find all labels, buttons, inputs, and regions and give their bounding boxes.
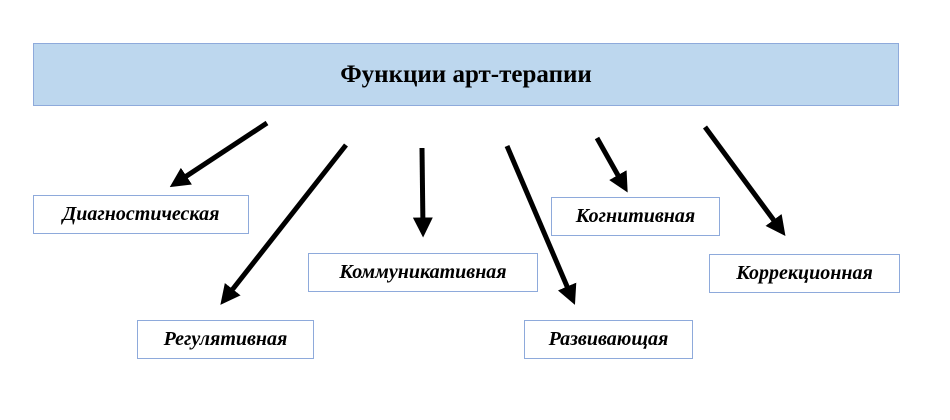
function-label: Развивающая — [548, 328, 669, 350]
function-box-diagnostic: Диагностическая — [33, 195, 249, 234]
arrow-to-correction — [702, 125, 786, 237]
diagram-title: Функции арт-терапии — [340, 60, 592, 88]
function-label: Коммуникативная — [339, 261, 507, 283]
function-box-regulative: Регулятивная — [137, 320, 314, 359]
function-label: Когнитивная — [575, 205, 696, 227]
function-box-communicative: Коммуникативная — [308, 253, 538, 292]
arrow-to-regulative — [220, 143, 348, 305]
arrow-to-diagnostic — [169, 120, 269, 188]
function-box-correction: Коррекционная — [709, 254, 900, 293]
title-box: Функции арт-терапии — [33, 43, 899, 106]
arrow-to-communicative — [412, 147, 433, 238]
arrow-to-cognitive — [594, 136, 628, 193]
function-label: Коррекционная — [736, 262, 873, 284]
function-label: Диагностическая — [62, 203, 220, 225]
function-label: Регулятивная — [163, 328, 288, 350]
function-box-cognitive: Когнитивная — [551, 197, 720, 236]
function-box-developing: Развивающая — [524, 320, 693, 359]
arrow-to-developing — [504, 145, 577, 305]
